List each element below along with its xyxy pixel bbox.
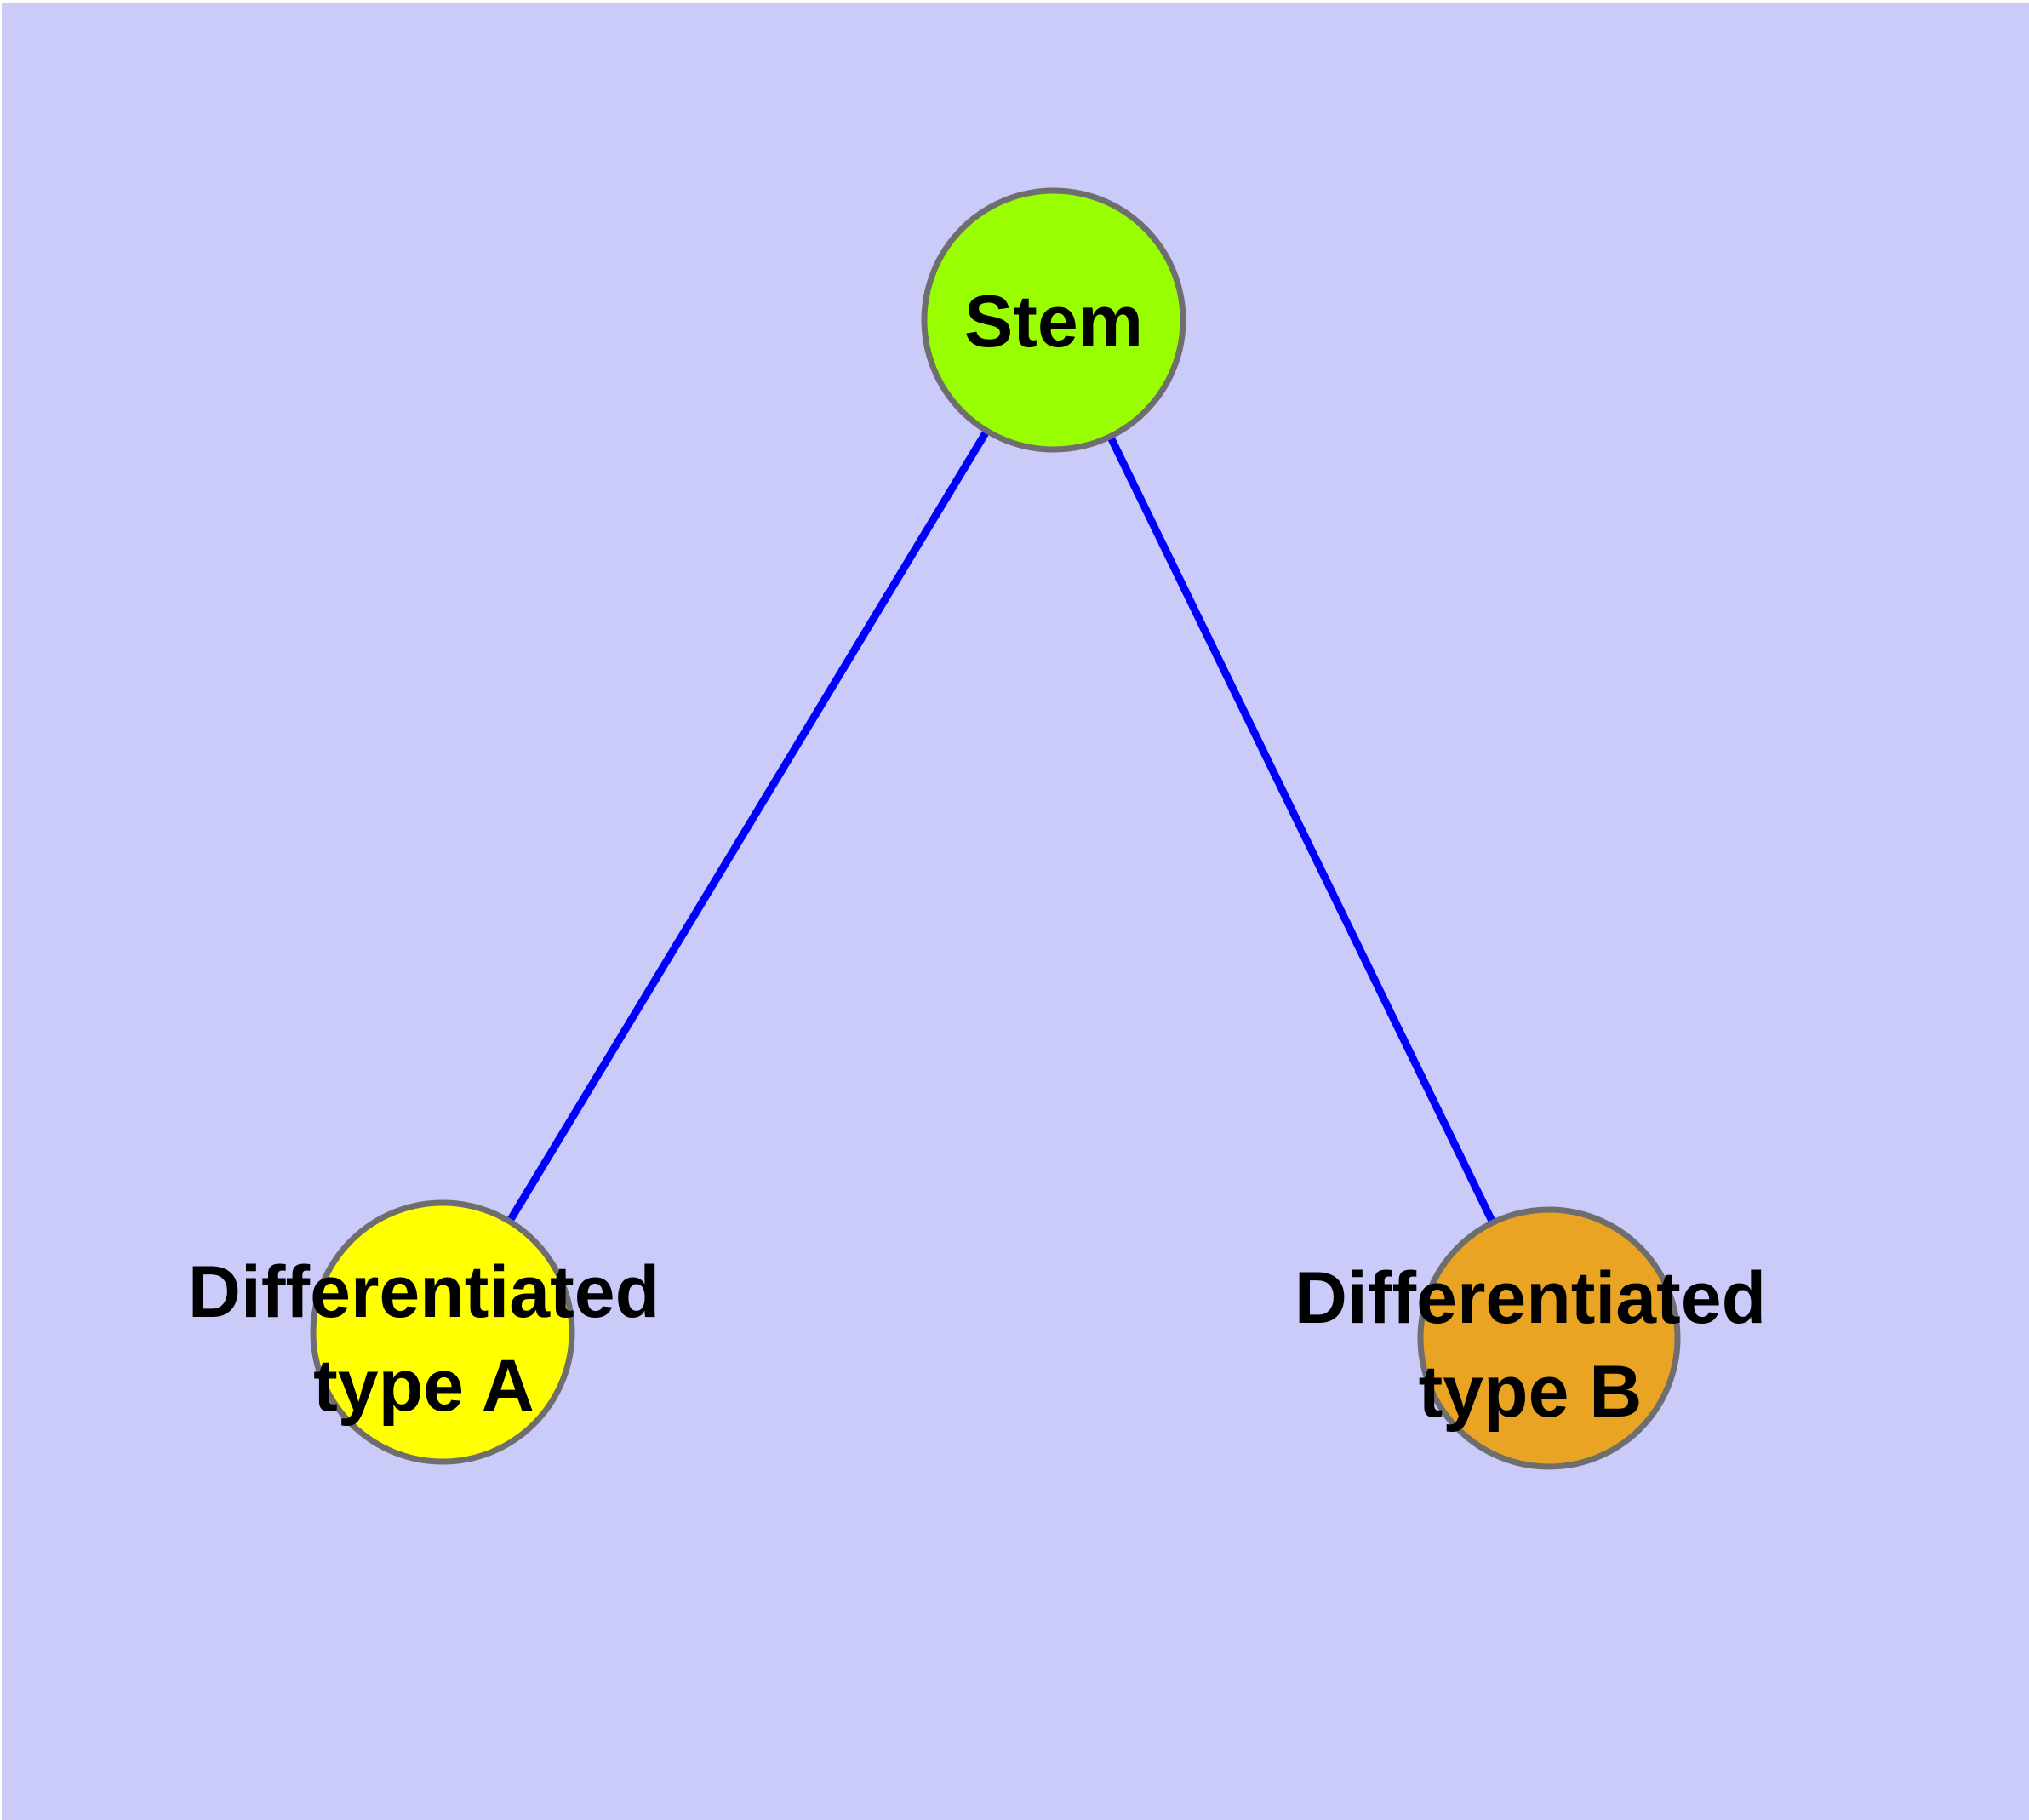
nodes-layer [310, 187, 1681, 1470]
node-stem-label: Stem [964, 281, 1143, 363]
edge-stem-type-b [1049, 318, 1553, 1340]
edge-stem-type-a [439, 318, 1057, 1335]
node-stem [921, 187, 1186, 453]
edges-layer [439, 318, 1553, 1340]
node-type-b [1417, 1206, 1681, 1470]
node-type-a [310, 1199, 575, 1465]
